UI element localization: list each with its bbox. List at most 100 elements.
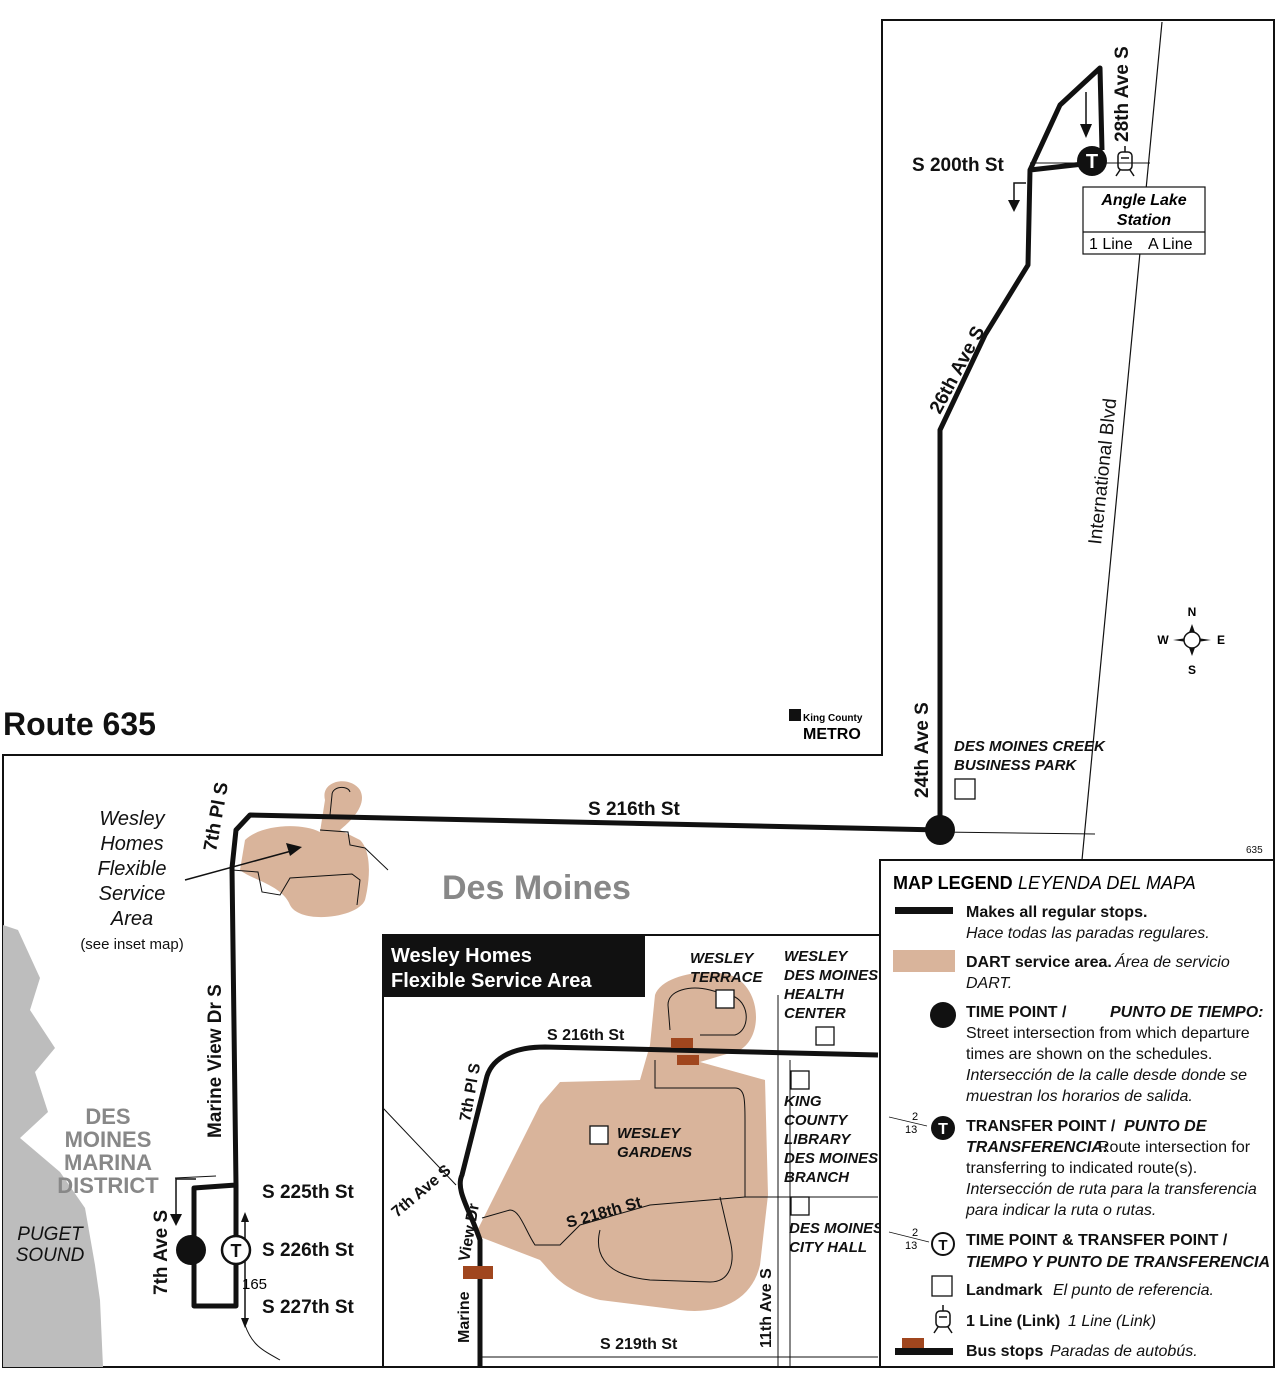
- legend-dart-es: Área de servicio: [1114, 952, 1230, 971]
- svg-text:13: 13: [905, 1124, 917, 1136]
- legend-tpx-label: TIME POINT & TRANSFER POINT /: [966, 1232, 1228, 1249]
- street-s216: S 216th St: [588, 799, 681, 820]
- legend-tp-transfer-icon: T 2 13: [888, 1227, 955, 1256]
- svg-text:W: W: [1157, 633, 1169, 647]
- inset-bus-stop: [671, 1038, 693, 1048]
- landmark-marker: [790, 1070, 810, 1090]
- legend-stops-es: Paradas de autobús.: [1050, 1343, 1198, 1360]
- legend-transfer-icon: T 2 13: [888, 1111, 955, 1140]
- inset-title-bg: [383, 935, 645, 997]
- light-rail-icon: [1115, 146, 1135, 177]
- landmark-marker: [589, 1125, 609, 1145]
- svg-text:HEALTH: HEALTH: [784, 986, 845, 1003]
- international-blvd-road: [1081, 21, 1163, 861]
- direction-arrowhead: [1008, 200, 1020, 212]
- minor-road-south: [244, 1324, 281, 1361]
- svg-text:MOINES: MOINES: [65, 1127, 152, 1152]
- svg-text:S: S: [1188, 663, 1196, 677]
- legend-xfer-es: Intersección de ruta para la transferenc…: [966, 1181, 1257, 1198]
- street-28th: 28th Ave S: [1112, 46, 1133, 142]
- svg-text:WESLEY: WESLEY: [784, 948, 849, 965]
- puget-sound-water: [3, 925, 103, 1367]
- legend-route-swatch: [895, 907, 953, 914]
- landmark-business-park: BUSINESS PARK: [954, 757, 1077, 774]
- direction-arrowhead: [170, 1214, 182, 1226]
- inset-title: Wesley Homes: [391, 945, 532, 967]
- svg-text:T: T: [938, 1237, 947, 1254]
- legend-tp-es: Intersección de la calle desde donde se: [966, 1067, 1247, 1084]
- legend-tp-es: muestran los horarios de salida.: [966, 1088, 1193, 1105]
- street-24th: 24th Ave S: [912, 702, 933, 798]
- legend-tp-desc: times are shown on the schedules.: [966, 1046, 1212, 1063]
- wesley-callout: Wesley Homes Flexible Service Area (see …: [80, 808, 183, 953]
- station-name: Station: [1117, 212, 1171, 229]
- legend-title-es: LEYENDA DEL MAPA: [1018, 873, 1196, 893]
- callout-arrowhead: [286, 843, 302, 856]
- transfer-t-glyph: T: [1086, 151, 1098, 173]
- legend-landmark-label: Landmark: [966, 1282, 1043, 1299]
- svg-text:King County: King County: [803, 713, 863, 724]
- landmark-library: KING COUNTY LIBRARY DES MOINES BRANCH: [784, 1093, 878, 1186]
- minor-road-s225: [174, 1175, 217, 1179]
- svg-text:2: 2: [912, 1227, 918, 1239]
- landmark-wesley-gardens: WESLEY: [617, 1125, 682, 1142]
- direction-arrowhead: [1080, 124, 1092, 138]
- landmark-marker: [815, 1026, 835, 1046]
- legend-xfer-label-es: TRANSFERENCIA:: [966, 1139, 1108, 1156]
- map-code: 635: [1246, 845, 1263, 856]
- legend-dart-es: DART.: [966, 975, 1012, 992]
- svg-text:KING: KING: [784, 1093, 822, 1110]
- svg-text:METRO: METRO: [803, 726, 861, 743]
- street-marine-view: Marine View Dr S: [205, 984, 226, 1138]
- route-635-line: [191, 65, 1105, 1309]
- route-165-label: 165: [242, 1276, 267, 1293]
- legend-tp-desc: Street intersection from which departure: [966, 1025, 1250, 1042]
- legend-route-es: Hace todas las paradas regulares.: [966, 925, 1210, 942]
- street-s200: S 200th St: [912, 155, 1005, 176]
- svg-text:Flexible: Flexible: [98, 858, 167, 880]
- landmark-marker: [954, 778, 976, 800]
- legend-route-label: Makes all regular stops.: [966, 904, 1147, 921]
- area-label-des-moines: Des Moines: [442, 869, 631, 907]
- marina-district-label: DES MOINES MARINA DISTRICT: [57, 1104, 159, 1198]
- minor-road-216-east: [939, 831, 1096, 835]
- svg-text:MARINA: MARINA: [64, 1150, 152, 1175]
- legend-bus-stop-icon: [902, 1338, 924, 1348]
- svg-text:DISTRICT: DISTRICT: [57, 1173, 159, 1198]
- compass-rose: N S E W: [1157, 605, 1225, 677]
- street-s226: S 226th St: [262, 1240, 355, 1261]
- dart-area-road: [231, 787, 389, 906]
- svg-text:LIBRARY: LIBRARY: [784, 1131, 852, 1148]
- legend-bus-stop-route: [895, 1348, 953, 1355]
- transfer-point-s226: [220, 1234, 252, 1266]
- legend-title: MAP LEGEND: [893, 873, 1013, 893]
- svg-text:Homes: Homes: [100, 833, 163, 855]
- landmark-city-hall: CITY HALL: [789, 1239, 867, 1256]
- legend-dart-label: DART service area.: [966, 954, 1112, 971]
- inset-street-s219: S 219th St: [600, 1336, 678, 1353]
- inset-street-marine-view: Marine: [456, 1291, 473, 1343]
- svg-text:BRANCH: BRANCH: [784, 1169, 850, 1186]
- inset-bus-stop: [677, 1055, 699, 1065]
- legend-light-rail-icon: [933, 1305, 953, 1334]
- legend-stops-label: Bus stops: [966, 1343, 1043, 1360]
- legend-xfer-label: TRANSFER POINT /: [966, 1118, 1116, 1135]
- landmark-marker: [715, 989, 735, 1009]
- inset-route-line: [457, 1044, 879, 1367]
- puget-sound-label: SOUND: [16, 1245, 85, 1266]
- landmark-wesley-terrace: WESLEY: [690, 950, 755, 967]
- svg-text:N: N: [1188, 605, 1197, 619]
- street-s227: S 227th St: [262, 1297, 355, 1318]
- svg-text:(see inset map): (see inset map): [80, 936, 183, 953]
- legend-time-point-icon: [930, 1002, 956, 1028]
- svg-text:2: 2: [912, 1111, 918, 1123]
- station-name: Angle Lake: [1100, 192, 1186, 209]
- inset-street-11th: 11th Ave S: [758, 1268, 775, 1348]
- inset-title: Flexible Service Area: [391, 970, 592, 992]
- legend-xfer-es: para indicar la ruta o rutas.: [965, 1202, 1156, 1219]
- svg-text:DES: DES: [85, 1104, 130, 1129]
- station-line-a: A Line: [1148, 236, 1193, 253]
- landmark-wesley-terrace: TERRACE: [690, 969, 763, 986]
- legend-link-label: 1 Line (Link): [966, 1313, 1060, 1330]
